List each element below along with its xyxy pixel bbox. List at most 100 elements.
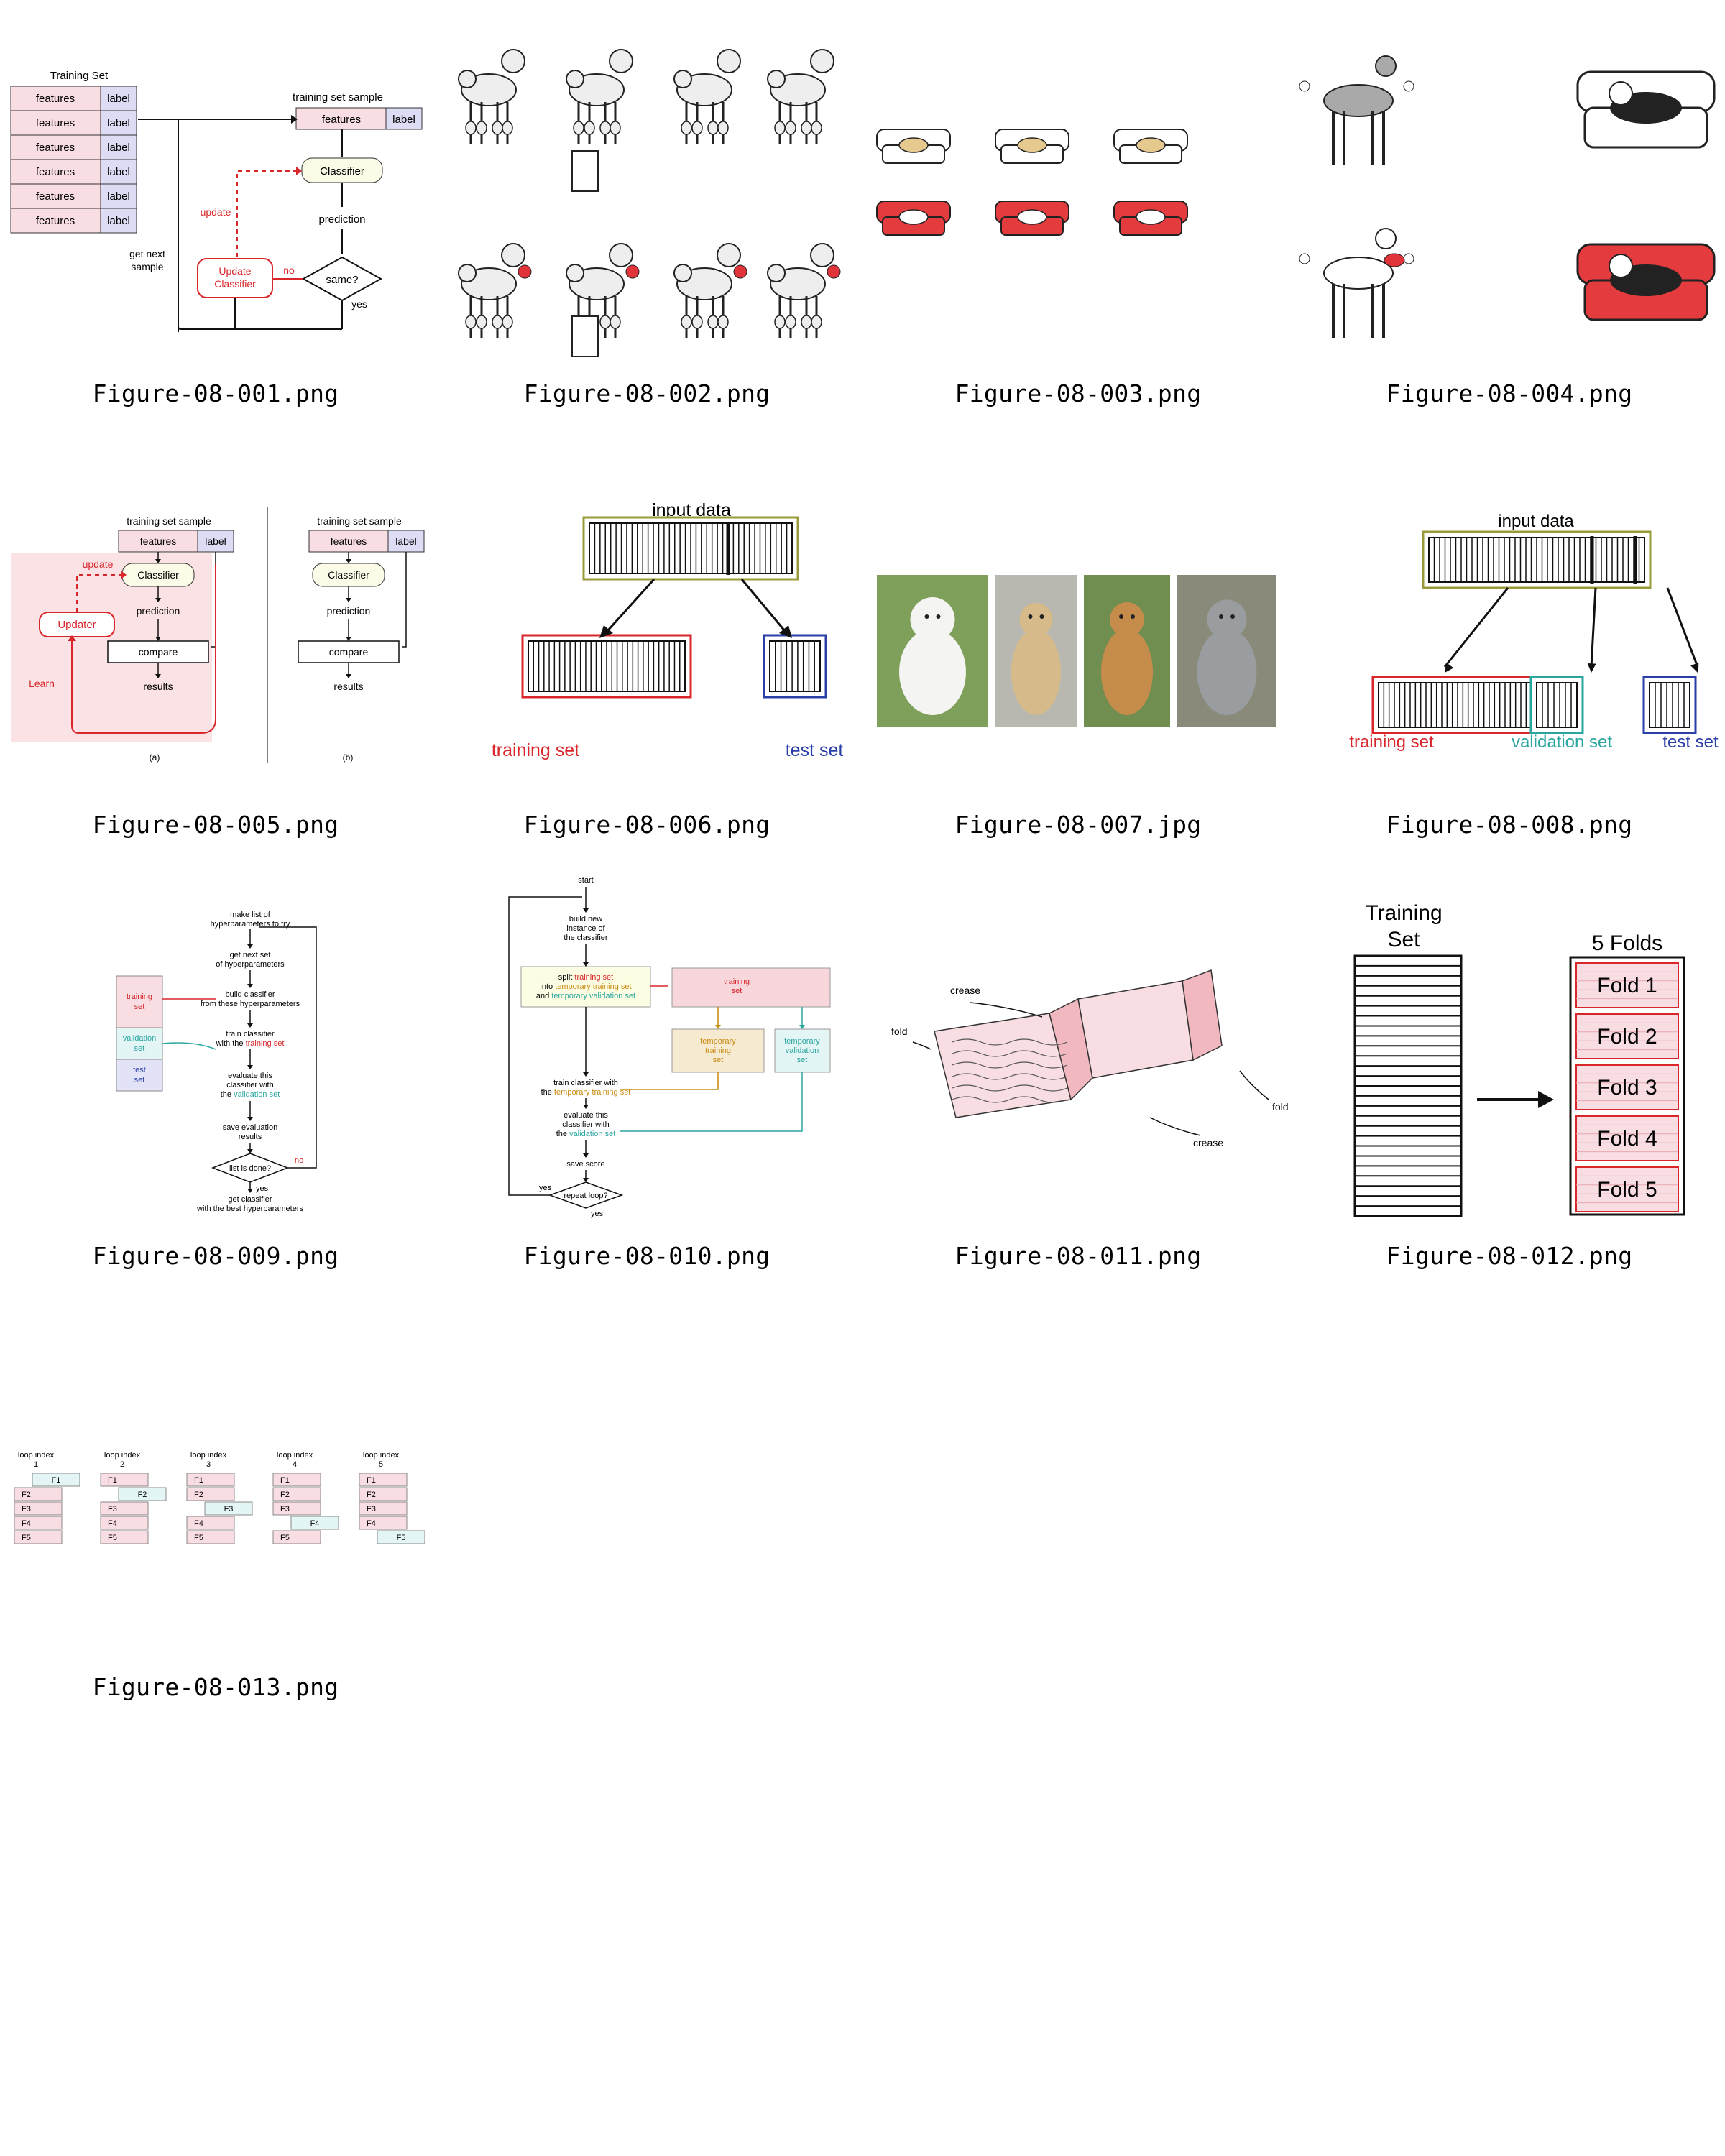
poodle-sketch [673,243,748,338]
file-name-caption[interactable]: Figure-08-013.png [92,1673,339,1701]
fold-label: F4 [108,1519,117,1528]
step-label: of hyperparameters [216,960,285,969]
thumbnail-figure-08-004[interactable] [1294,0,1725,359]
file-name-caption[interactable]: Figure-08-005.png [92,811,339,839]
file-name-caption[interactable]: Figure-08-006.png [523,811,770,839]
file-tile-figure-08-002[interactable]: Figure-08-002.png [431,0,862,431]
fold-label: F1 [108,1476,117,1485]
step-label: instance of [566,924,605,933]
yes-label: yes [539,1184,552,1192]
validation-set-label-1: validation [123,1034,156,1043]
update-classifier-label-2: Classifier [214,278,256,290]
fold-label: F3 [367,1505,376,1514]
data-block [1371,676,1544,734]
fold-cell [100,1516,149,1530]
fold-label: Fold 1 [1597,974,1657,998]
file-tile-figure-08-007[interactable]: Figure-08-007.jpg [862,431,1294,862]
step-label: evaluate this [564,1111,608,1120]
dog-sketch [1299,228,1414,338]
test-set-label: test set [1662,732,1719,752]
file-tile-figure-08-004[interactable]: Figure-08-004.png [1294,0,1725,431]
svg-text:and temporary validation set: and temporary validation set [536,992,635,1000]
features-cell: features [36,190,75,203]
folded-paper-drawing: crease fold fold crease [891,969,1289,1148]
thumbnail-figure-08-009[interactable]: training set validation set test set mak… [0,862,431,1222]
file-name-caption[interactable]: Figure-08-008.png [1386,811,1633,839]
yes-label: yes [351,298,367,310]
thumbnail-figure-08-003[interactable] [862,0,1294,359]
prediction-label: prediction [137,605,180,617]
fold-box [1576,1013,1679,1059]
fold-cell [100,1473,149,1487]
fold-cell [186,1516,235,1530]
validation-set-box [116,1027,163,1060]
dog-photo [995,575,1077,727]
file-name-caption[interactable]: Figure-08-010.png [523,1242,770,1270]
thumbnail-figure-08-007[interactable] [862,431,1294,791]
step-label: evaluate this [228,1072,272,1080]
paper-panel [1077,980,1194,1079]
fold-cell [32,1473,80,1487]
file-name-caption[interactable]: Figure-08-011.png [954,1242,1202,1270]
file-tile-figure-08-003[interactable]: Figure-08-003.png [862,0,1294,431]
file-name-caption[interactable]: Figure-08-012.png [1386,1242,1633,1270]
file-tile-figure-08-010[interactable]: start build new instance of the classifi… [431,862,862,1294]
dog-photographs [877,575,1276,727]
test-set-label: test set [786,740,844,760]
thumbnail-figure-08-010[interactable]: start build new instance of the classifi… [431,862,862,1222]
thumbnail-figure-08-008[interactable]: input data training set validation set t… [1294,431,1725,791]
husky-on-sofa-sketch [1576,243,1716,321]
file-tile-figure-08-006[interactable]: input data training set test set Figure-… [431,431,862,862]
file-name-caption[interactable]: Figure-08-001.png [92,379,339,407]
thumbnail-figure-08-002[interactable] [431,0,862,359]
file-name-caption[interactable]: Figure-08-002.png [523,379,770,407]
fold-cell [118,1487,167,1501]
results-label: results [334,681,363,692]
fold-cell [14,1501,63,1516]
step-label: get next set [230,951,271,959]
thumbnail-figure-08-011[interactable]: crease fold fold crease [862,862,1294,1222]
updater-label: Updater [58,619,96,631]
label-cell: label [107,93,130,105]
step-label-highlight: training set [574,973,613,982]
file-name-caption[interactable]: Figure-08-009.png [92,1242,339,1270]
label-cell: label [107,215,130,227]
sofa-sketch [876,129,951,164]
file-tile-figure-08-008[interactable]: input data training set validation set t… [1294,431,1725,862]
file-name-caption[interactable]: Figure-08-004.png [1386,379,1633,407]
fold-box [1576,962,1679,1008]
svg-text:the validation set: the validation set [221,1090,280,1099]
step-label: classifier with [562,1120,609,1129]
label-cell: label [107,190,130,203]
fold-cell [186,1487,235,1501]
file-tile-figure-08-009[interactable]: training set validation set test set mak… [0,862,431,1294]
loop-index-value: 5 [379,1460,383,1469]
step-label-highlight: validation set [234,1090,280,1099]
loop-index-label: loop index [18,1451,55,1460]
file-tile-figure-08-011[interactable]: crease fold fold crease Figure-08-011.pn… [862,862,1294,1294]
get-next-label-1: get next [129,248,165,259]
file-name-caption[interactable]: Figure-08-003.png [954,379,1202,407]
file-name-caption[interactable]: Figure-08-007.jpg [954,811,1202,839]
thumbnail-figure-08-006[interactable]: input data training set test set [431,431,862,791]
test-set-label-2: set [134,1076,145,1084]
training-set-label-2: set [732,987,742,995]
features-cell: features [140,535,177,547]
loop-index-value: 3 [206,1460,211,1469]
step-label: build classifier [225,990,275,999]
fold-label: F2 [367,1491,376,1499]
training-set-label-1: training [126,992,152,1001]
fold-label: F5 [397,1534,406,1542]
